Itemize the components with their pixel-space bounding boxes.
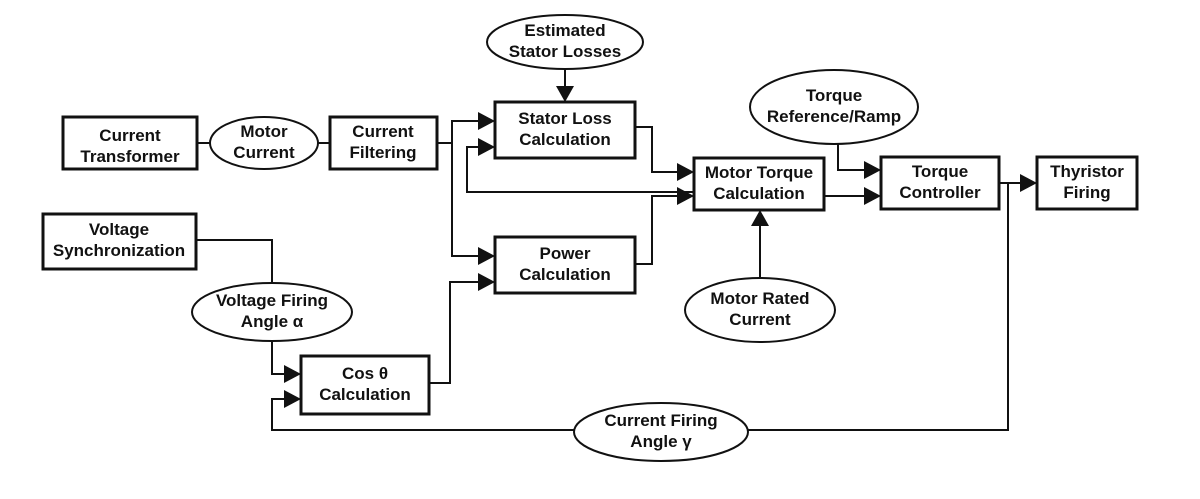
edge-filtering-to-power (451, 143, 480, 257)
current-firing-angle-label-line-2: Angle γ (630, 432, 692, 451)
stator-loss-calculation-label-line-1: Stator Loss (518, 109, 612, 128)
thyristor-firing-label-line-2: Firing (1063, 183, 1110, 202)
torque-controller-label-line-1: Torque (912, 162, 968, 181)
connectors (196, 68, 1021, 431)
arrowhead-cos-in-bottom (284, 390, 301, 408)
arrowhead-power-in-top (478, 247, 495, 265)
arrowheads (284, 86, 1037, 408)
edge-torque-calc-feedback-to-stator-loss (466, 146, 694, 193)
cos-theta-calculation-label-line-1: Cos θ (342, 364, 388, 383)
edge-voltage-angle-to-cos (271, 341, 285, 375)
current-filtering-label-line-1: Current (352, 122, 414, 141)
edge-stator-loss-to-torque-calc (635, 126, 678, 173)
motor-current-label-line-2: Current (233, 143, 295, 162)
cos-theta-calculation-label-line-2: Calculation (319, 385, 411, 404)
power-calculation-label-line-2: Calculation (519, 265, 611, 284)
current-firing-angle-label-line-1: Current Firing (604, 411, 717, 430)
arrowhead-power-in-bottom (478, 273, 495, 291)
voltage-firing-angle-label-line-2: Angle α (241, 312, 304, 331)
edge-filtering-to-stator-loss (437, 120, 480, 144)
thyristor-firing-label-line-1: Thyristor (1050, 162, 1124, 181)
motor-current-label-line-1: Motor (240, 122, 288, 141)
voltage-synchronization-label-line-2: Synchronization (53, 241, 185, 260)
estimated-stator-losses-label-line-2: Stator Losses (509, 42, 621, 61)
arrowhead-stator-loss-in-top-side (556, 86, 574, 102)
arrowhead-stator-loss-in-bottom (478, 138, 495, 156)
current-transformer-label-line-1: Current (99, 126, 161, 145)
current-filtering-label-line-2: Filtering (349, 143, 416, 162)
voltage-firing-angle-label-line-1: Voltage Firing (216, 291, 328, 310)
motor-torque-calculation-label-line-1: Motor Torque (705, 163, 813, 182)
motor-torque-calculation-label-line-2: Calculation (713, 184, 805, 203)
power-calculation-label-line-1: Power (539, 244, 590, 263)
edge-power-to-torque-calc (635, 195, 678, 265)
edge-voltage-sync-to-firing-angle (196, 239, 273, 283)
torque-reference-ramp-label-line-1: Torque (806, 86, 862, 105)
edge-controller-to-current-angle (748, 183, 1009, 431)
motor-rated-current-label-line-2: Current (729, 310, 791, 329)
edge-cos-to-power (429, 281, 480, 384)
voltage-synchronization-label-line-1: Voltage (89, 220, 149, 239)
stator-loss-calculation-label-line-2: Calculation (519, 130, 611, 149)
torque-reference-ramp-label-line-2: Reference/Ramp (767, 107, 901, 126)
arrowhead-torque-calc-in-under (751, 210, 769, 226)
edge-reference-to-controller (837, 144, 864, 171)
arrowhead-torque-calc-in-top (677, 163, 694, 181)
arrowhead-stator-loss-in-top (478, 112, 495, 130)
arrowhead-controller-in-top (864, 161, 881, 179)
torque-controller-label-line-2: Controller (899, 183, 981, 202)
arrowhead-torque-calc-in-bottom (677, 187, 694, 205)
edge-current-angle-to-cos (271, 398, 575, 431)
arrowhead-thyristor-in (1020, 174, 1037, 192)
estimated-stator-losses-label-line-1: Estimated (524, 21, 605, 40)
arrowhead-cos-in-top (284, 365, 301, 383)
motor-rated-current-label-line-1: Motor Rated (710, 289, 809, 308)
current-transformer-label-line-2: Transformer (80, 147, 180, 166)
arrowhead-controller-in-bottom (864, 187, 881, 205)
cos-theta-calculation-box: Cos θ Calculation (299, 354, 431, 416)
